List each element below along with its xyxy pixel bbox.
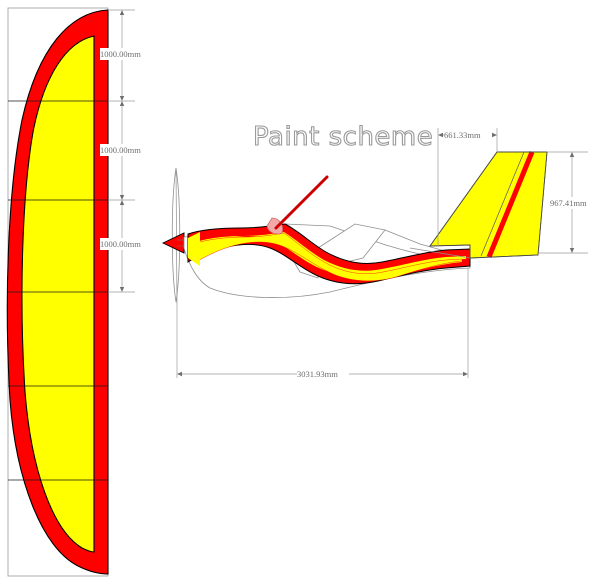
dim-label-overall-length: 3031.93mm [297,369,338,379]
fin-height-label-bg [550,197,596,209]
dim-arrow-wing-3-top [119,200,125,205]
wing-yellow-field [21,35,95,553]
dim-label-wing-panel-2: 1000.00mm [100,145,141,155]
rear-fuselage-line [384,229,453,254]
dim-arrow-wing-2-bottom [119,195,125,200]
dim-arrow-wing-2-top [119,101,125,106]
nose-yellow-block [188,232,200,266]
horizontal-stabilizer-line [409,247,471,259]
propeller-blade-icon [171,167,181,303]
fin-height-arrow-bottom [569,248,575,253]
fin-height-dimension-group: 967.41mm [538,151,596,254]
aircraft-side-view [161,167,471,306]
fin-chord-arrow-right [492,132,497,138]
dim-label-bg-wing-1 [100,48,148,60]
dim-label-fin-height: 967.41mm [550,198,587,208]
dim-arrow-wing-1-bottom [119,96,125,101]
dim-label-bg-wing-3 [100,238,148,250]
dim-label-bg-wing-2 [100,144,148,156]
fin-height-arrow-top [569,152,575,157]
dim-arrow-wing-1-top [119,10,125,15]
dim-arrow-wing-3-bottom [119,287,125,292]
dim-label-wing-panel-3: 1000.00mm [100,239,141,249]
dim-label-fin-chord: 661.33mm [444,130,481,140]
length-arrow-right [463,371,468,377]
fin-chord-label-bg [444,129,492,141]
length-arrow-left [177,371,182,377]
fin-rudder-hinge-line [480,151,525,257]
length-label-bg [297,368,349,380]
wing-dimension-group: 1000.00mm 1000.00mm 1000.00mm [100,9,148,293]
wing-planform-view [6,7,109,577]
fin-red-stripe [486,151,535,258]
canopy-bubble [266,217,283,235]
page-title: Paint scheme [253,122,433,152]
fin-chord-dimension-group: 661.33mm [437,128,498,246]
fin-chord-arrow-left [438,132,443,138]
antenna-mast [274,175,329,230]
overall-length-dimension-group: 3031.93mm [176,268,469,380]
dim-label-wing-panel-1: 1000.00mm [100,49,141,59]
